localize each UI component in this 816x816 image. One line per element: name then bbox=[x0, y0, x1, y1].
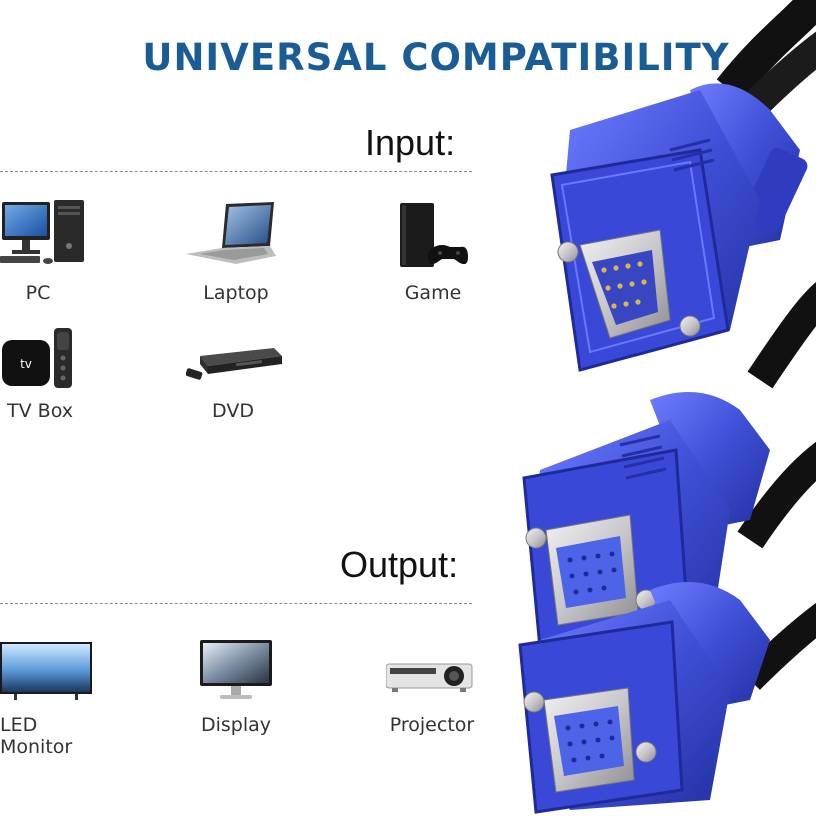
dvd-player-icon bbox=[186, 346, 284, 386]
device-label-led-monitor: LED Monitor bbox=[0, 714, 73, 758]
projector-icon bbox=[386, 658, 476, 694]
laptop-icon bbox=[186, 200, 278, 268]
device-label-pc: PC bbox=[25, 282, 51, 304]
page-title: UNIVERSAL COMPATIBILITY bbox=[142, 36, 730, 79]
input-heading: Input: bbox=[365, 122, 456, 163]
device-label-game: Game bbox=[404, 282, 462, 304]
device-label-projector: Projector bbox=[389, 714, 475, 736]
output-divider bbox=[0, 603, 472, 604]
device-label-dvd: DVD bbox=[212, 400, 254, 422]
tv-box-logo-text: tv bbox=[20, 357, 32, 371]
vga-female-connector-2 bbox=[518, 582, 770, 814]
input-divider bbox=[0, 171, 472, 172]
vga-male-connector bbox=[550, 83, 808, 372]
display-icon bbox=[200, 640, 274, 702]
tv-box-icon: tv bbox=[2, 328, 78, 390]
vga-cable-illustration bbox=[500, 0, 816, 816]
output-heading: Output: bbox=[340, 544, 459, 585]
game-console-icon bbox=[398, 203, 470, 271]
led-monitor-icon bbox=[0, 642, 92, 702]
desktop-pc-icon bbox=[0, 198, 90, 270]
device-label-tv-box: TV Box bbox=[7, 400, 73, 422]
device-label-laptop: Laptop bbox=[203, 282, 269, 304]
device-label-display: Display bbox=[200, 714, 272, 736]
